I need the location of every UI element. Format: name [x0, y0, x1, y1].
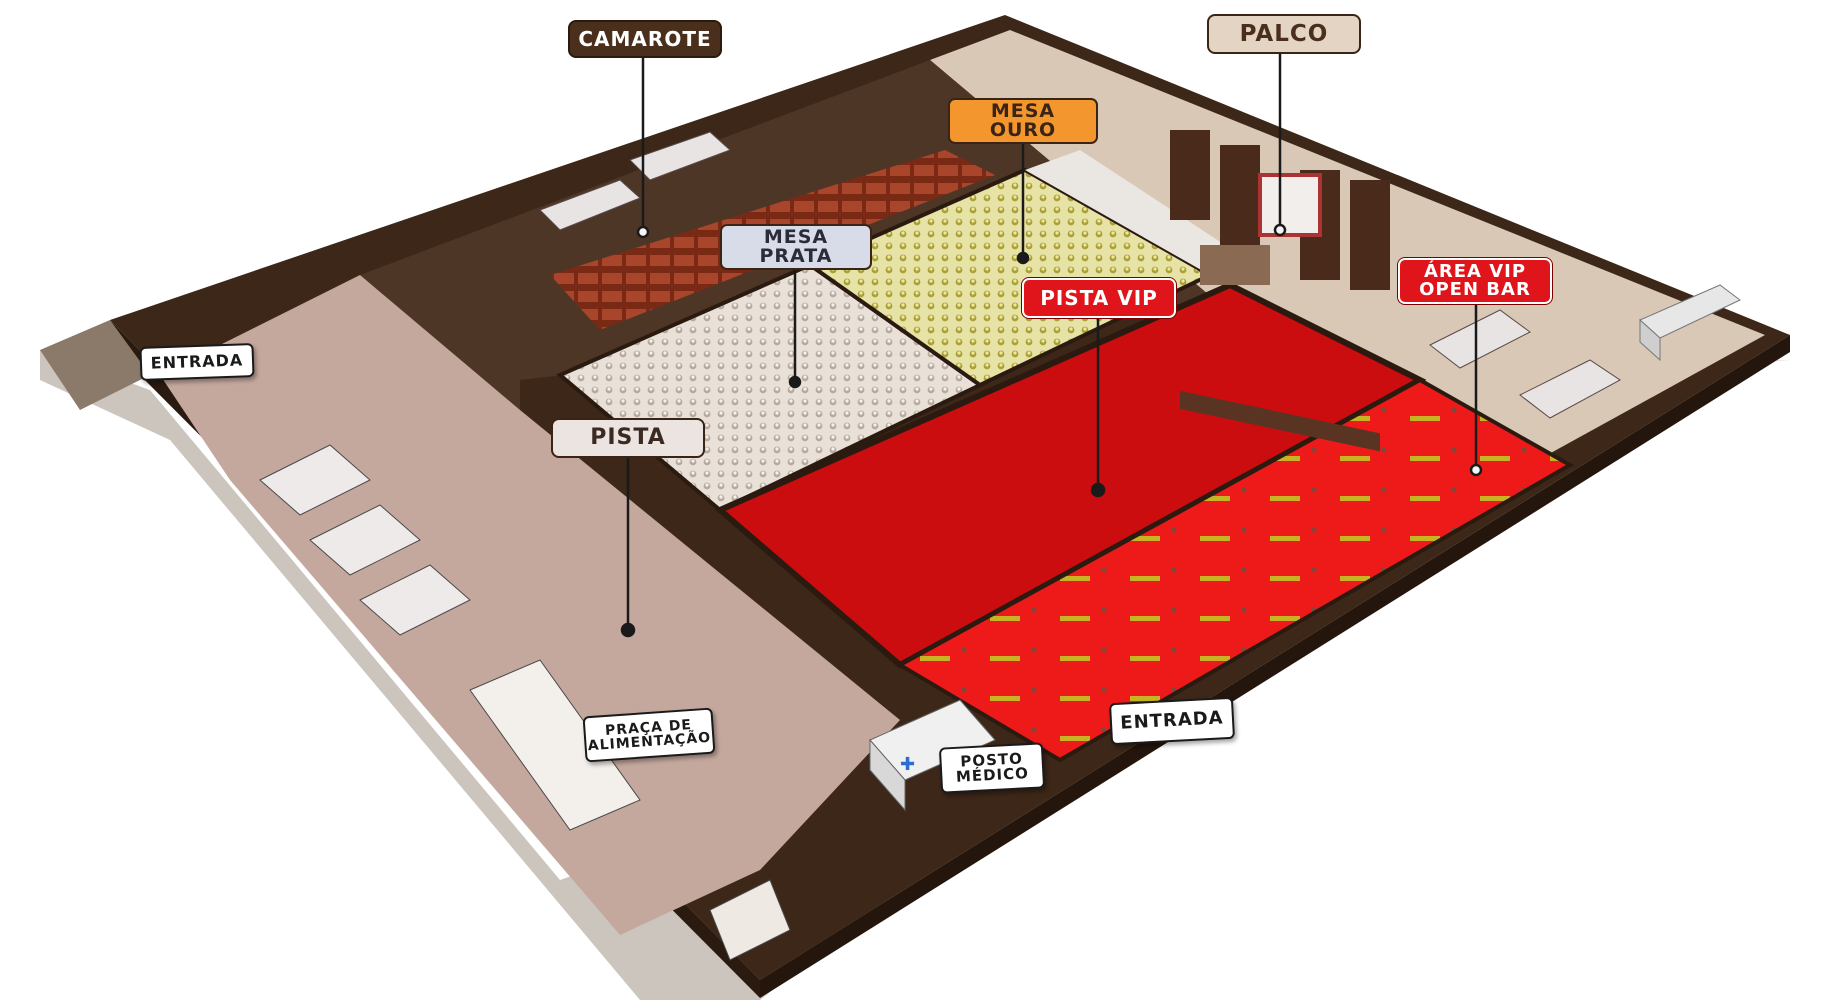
- mesa-ouro-label[interactable]: MESA OURO: [948, 98, 1098, 144]
- food-court-stalls: [259, 444, 641, 831]
- palco-label[interactable]: PALCO: [1207, 14, 1361, 54]
- camarote-label[interactable]: CAMAROTE: [568, 20, 722, 58]
- entrada-left-label[interactable]: ENTRADA: [139, 343, 255, 381]
- pista-label[interactable]: PISTA: [551, 418, 705, 458]
- venue-base-side-right: [760, 335, 1790, 998]
- leader-lines: [620, 50, 1483, 638]
- stage-structure: [1170, 130, 1390, 452]
- right-box-2: [1519, 359, 1621, 419]
- mesa-prata-label[interactable]: MESA PRATA: [720, 224, 872, 270]
- entrance-left: [40, 320, 150, 410]
- camarote-box-1: [539, 179, 641, 231]
- area-vip-label[interactable]: ÁREA VIP OPEN BAR: [1398, 258, 1552, 304]
- posto-medico-label[interactable]: POSTO MÉDICO: [938, 742, 1046, 794]
- area-vip-area: [895, 377, 1575, 763]
- ambulance-icon: ✚: [869, 699, 996, 812]
- praca-alimentacao-label[interactable]: PRAÇA DE ALIMENTAÇÃO: [582, 707, 716, 763]
- entrance-bottom: [709, 879, 791, 961]
- truck-icon: [1639, 284, 1741, 362]
- pista-floor: [160, 275, 900, 935]
- ouro-aisle: [1025, 150, 1225, 275]
- entrada-right-label[interactable]: ENTRADA: [1108, 696, 1236, 746]
- svg-text:✚: ✚: [900, 754, 915, 775]
- palco-zone: [930, 30, 1765, 470]
- pista-vip-label[interactable]: PISTA VIP: [1022, 278, 1176, 318]
